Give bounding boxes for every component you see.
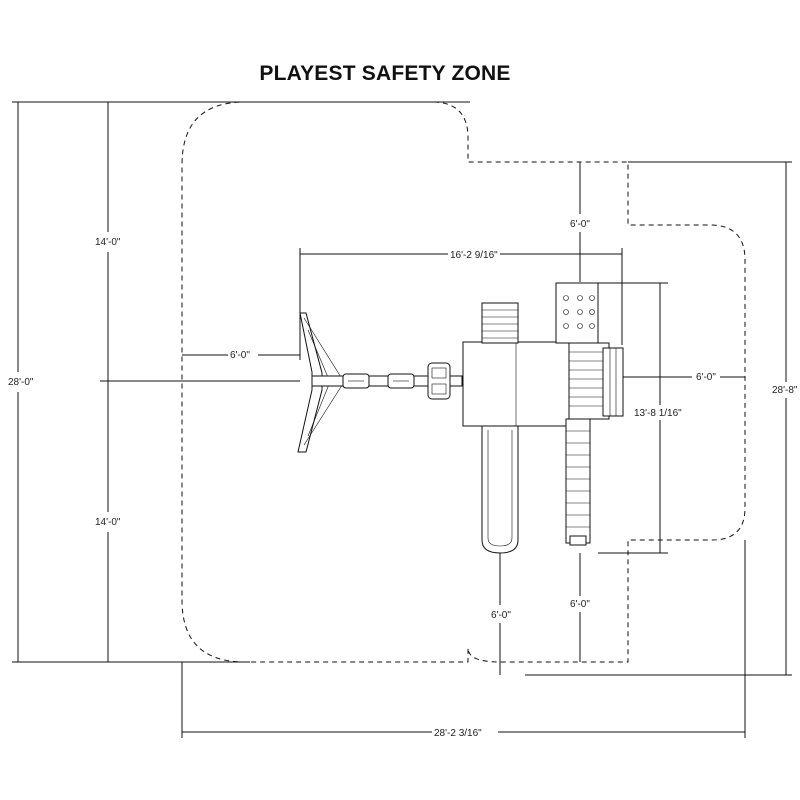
rock-wall	[555, 282, 599, 344]
top-clearance-label: 6'-0"	[570, 219, 590, 230]
upper-half-label: 14'-0"	[95, 237, 121, 248]
overall-height-left-label: 28'-0"	[8, 377, 34, 388]
side-deck	[568, 342, 610, 420]
swing-clearance-label: 6'-0"	[230, 350, 250, 361]
lower-half-label: 14'-0"	[95, 517, 121, 528]
overall-height-right-label: 28'-8"	[772, 385, 798, 396]
overall-width-label: 28'-2 3/16"	[434, 728, 482, 739]
play-depth-label: 13'-8 1/16"	[634, 408, 682, 419]
left-dimension-lines	[12, 101, 470, 663]
side-panel	[602, 347, 624, 417]
safety-zone-boundary	[181, 101, 746, 663]
diagram-title: PLAYEST SAFETY ZONE	[259, 62, 511, 85]
glider-seat	[427, 362, 451, 400]
swing-seat-1	[342, 373, 370, 389]
play-width-label: 16'-2 9/16"	[450, 250, 498, 261]
right-clearance-label: 6'-0"	[696, 372, 716, 383]
upper-ramp	[481, 302, 519, 344]
swing-seat-2	[387, 373, 415, 389]
bottom-left-clearance-label: 6'-0"	[491, 610, 511, 621]
swing-beam	[311, 375, 463, 387]
slide	[481, 425, 519, 554]
ladder	[565, 418, 591, 546]
bottom-right-clearance-label: 6'-0"	[570, 599, 590, 610]
